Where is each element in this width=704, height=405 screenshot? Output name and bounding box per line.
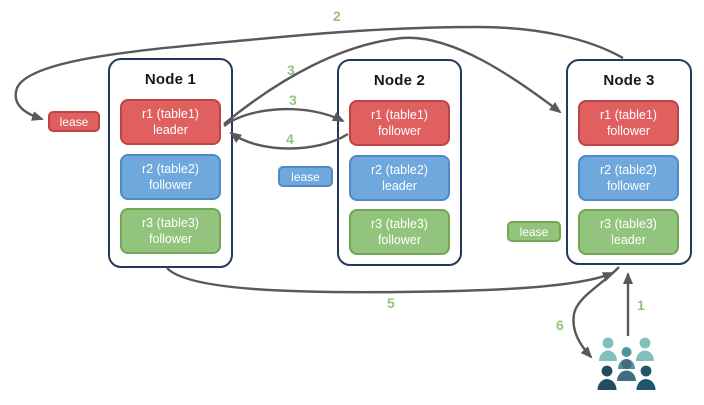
lease-badge-r3: lease: [507, 221, 561, 242]
node-3-replica-r2: r2 (table2) follower: [578, 155, 679, 201]
step-label-5: 5: [387, 295, 395, 311]
replica-role: follower: [148, 232, 193, 246]
step-label-3a: 3: [287, 62, 295, 78]
arrow-step-3-to-node2: [223, 107, 345, 127]
node-1-title: Node 1: [144, 71, 197, 88]
node-1-replica-r3: r3 (table3) follower: [120, 208, 221, 254]
node-3-box: Node 3 r1 (table1) follower r2 (table2) …: [566, 59, 692, 265]
replica-name: r2 (table2): [600, 163, 657, 177]
replica-name: r2 (table2): [142, 162, 199, 176]
replica-role: follower: [377, 233, 422, 247]
node-2-replica-r3: r3 (table3) follower: [349, 209, 450, 255]
replica-role: follower: [377, 124, 422, 138]
node-2-replica-r2: r2 (table2) leader: [349, 155, 450, 201]
arrow-step-5: [166, 267, 615, 294]
replica-name: r1 (table1): [142, 107, 199, 121]
step-label-2: 2: [333, 8, 341, 24]
step-label-6: 6: [556, 317, 564, 333]
replica-role: leader: [153, 123, 188, 137]
node-1-replica-r2: r2 (table2) follower: [120, 154, 221, 200]
node-3-replica-r3: r3 (table3) leader: [578, 209, 679, 255]
arrow-step-6: [572, 266, 620, 359]
node-2-title: Node 2: [373, 72, 426, 89]
step-label-1: 1: [637, 297, 645, 313]
user-front-left: [597, 365, 617, 390]
step-label-3b: 3: [289, 92, 297, 108]
replica-role: leader: [382, 179, 417, 193]
node-2-replica-r1: r1 (table1) follower: [349, 100, 450, 146]
node-1-box: Node 1 r1 (table1) leader r2 (table2) fo…: [108, 58, 233, 268]
replica-name: r3 (table3): [600, 217, 657, 231]
user-front-right: [636, 365, 656, 390]
node-1-replica-r1: r1 (table1) leader: [120, 99, 221, 145]
arrow-step-2: [14, 25, 624, 121]
node-3-title: Node 3: [603, 72, 655, 89]
users-group-icon: [597, 337, 656, 390]
user-back-left: [599, 337, 617, 361]
replica-name: r1 (table1): [600, 108, 657, 122]
node-3-replica-r1: r1 (table1) follower: [578, 100, 679, 146]
replica-name: r2 (table2): [371, 163, 428, 177]
lease-badge-r2: lease: [278, 166, 333, 187]
replica-role: follower: [606, 179, 651, 193]
replica-role: leader: [611, 233, 646, 247]
lease-badge-r1: lease: [48, 111, 100, 132]
replica-name: r3 (table3): [142, 216, 199, 230]
user-middle: [618, 347, 635, 369]
replica-name: r3 (table3): [371, 217, 428, 231]
replica-role: follower: [148, 178, 193, 192]
user-back-right: [636, 337, 654, 361]
replica-role: follower: [606, 124, 651, 138]
user-front-center: [617, 359, 636, 381]
replica-name: r1 (table1): [371, 108, 428, 122]
step-label-4: 4: [286, 131, 294, 147]
node-2-box: Node 2 r1 (table1) follower r2 (table2) …: [337, 59, 462, 266]
